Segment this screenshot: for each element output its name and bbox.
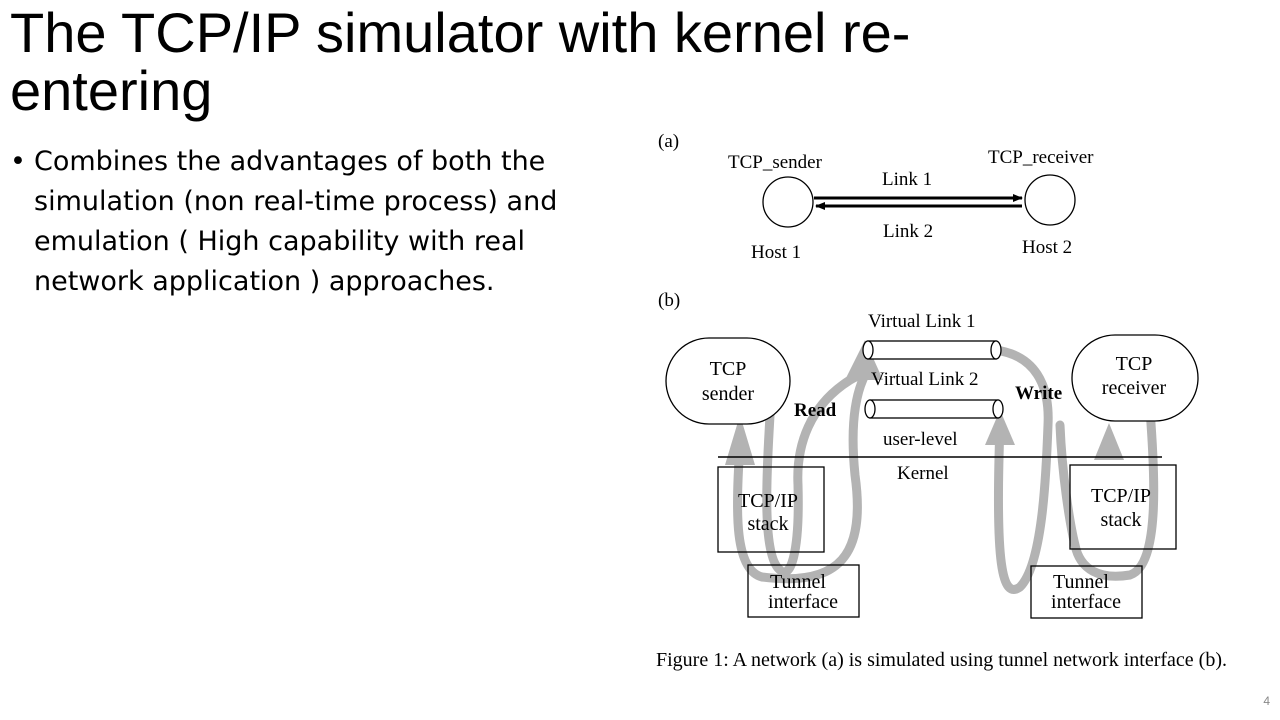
write-label: Write bbox=[1015, 383, 1062, 404]
read-label: Read bbox=[794, 400, 837, 421]
part-a-label: (a) bbox=[658, 131, 679, 152]
sender-tunnel-label-2: interface bbox=[768, 591, 838, 613]
receiver-stack-label-1: TCP/IP bbox=[1091, 485, 1151, 507]
receiver-label: TCP_receiver bbox=[988, 147, 1094, 168]
bullet-list: • Combines the advantages of both the sim… bbox=[10, 142, 630, 302]
sender-flow-path bbox=[732, 370, 870, 584]
up-arrowhead-icon bbox=[985, 410, 1015, 445]
slide-title: The TCP/IP simulator with kernel re-ente… bbox=[10, 1, 911, 122]
user-level-label: user-level bbox=[883, 429, 958, 450]
bullet-text: Combines the advantages of both the simu… bbox=[34, 146, 558, 297]
up-arrowhead-icon bbox=[725, 415, 755, 465]
host2-node bbox=[1024, 174, 1076, 226]
receiver-tunnel-label-1: Tunnel bbox=[1053, 571, 1109, 593]
sender-label: TCP_sender bbox=[728, 152, 823, 173]
sender-tunnel-box bbox=[747, 564, 860, 618]
host1-node bbox=[762, 176, 814, 228]
flow-arrows bbox=[732, 345, 1159, 594]
sender-stack-box bbox=[717, 466, 825, 553]
kernel-label: Kernel bbox=[897, 463, 949, 484]
virtual-link2-pipe bbox=[864, 399, 1004, 419]
receiver-flow-path bbox=[1055, 405, 1159, 581]
tcp-receiver-label-2: receiver bbox=[1102, 377, 1167, 399]
up-arrowhead-icon bbox=[1094, 423, 1124, 460]
bullet-item: • Combines the advantages of both the sim… bbox=[10, 142, 630, 302]
bullet-marker: • bbox=[10, 146, 26, 177]
figure-caption: Figure 1: A network (a) is simulated usi… bbox=[656, 649, 1227, 671]
up-arrowhead-icon bbox=[845, 340, 883, 380]
virtual-link2-label: Virtual Link 2 bbox=[871, 369, 979, 390]
tcp-sender-node bbox=[665, 337, 791, 425]
virtual-link1-pipe bbox=[862, 340, 1002, 360]
flow-arrowheads bbox=[725, 340, 1124, 465]
link1-label: Link 1 bbox=[882, 169, 932, 190]
receiver-tunnel-box bbox=[1030, 565, 1143, 619]
tcp-sender-label-2: sender bbox=[702, 383, 755, 405]
host1-label: Host 1 bbox=[751, 242, 801, 263]
sender-stack-label-2: stack bbox=[747, 513, 788, 535]
receiver-stack-box bbox=[1069, 464, 1177, 550]
network-figure: (a) TCP_sender TCP_receiver Link 1 Link … bbox=[650, 125, 1210, 705]
slide-number: 4 bbox=[1263, 694, 1270, 708]
link2-label: Link 2 bbox=[883, 221, 933, 242]
receiver-stack-label-2: stack bbox=[1100, 509, 1141, 531]
figure-svg: (a) TCP_sender TCP_receiver Link 1 Link … bbox=[658, 131, 1199, 619]
part-b-label: (b) bbox=[658, 290, 680, 311]
host2-label: Host 2 bbox=[1022, 237, 1072, 258]
write-flow-path bbox=[990, 345, 1053, 594]
sender-tunnel-label-1: Tunnel bbox=[770, 571, 826, 593]
tcp-receiver-node bbox=[1071, 334, 1199, 422]
receiver-tunnel-label-2: interface bbox=[1051, 591, 1121, 613]
tcp-receiver-label-1: TCP bbox=[1116, 353, 1153, 375]
sender-stack-label-1: TCP/IP bbox=[738, 490, 798, 512]
virtual-link1-label: Virtual Link 1 bbox=[868, 311, 976, 332]
tcp-sender-label-1: TCP bbox=[710, 358, 747, 380]
